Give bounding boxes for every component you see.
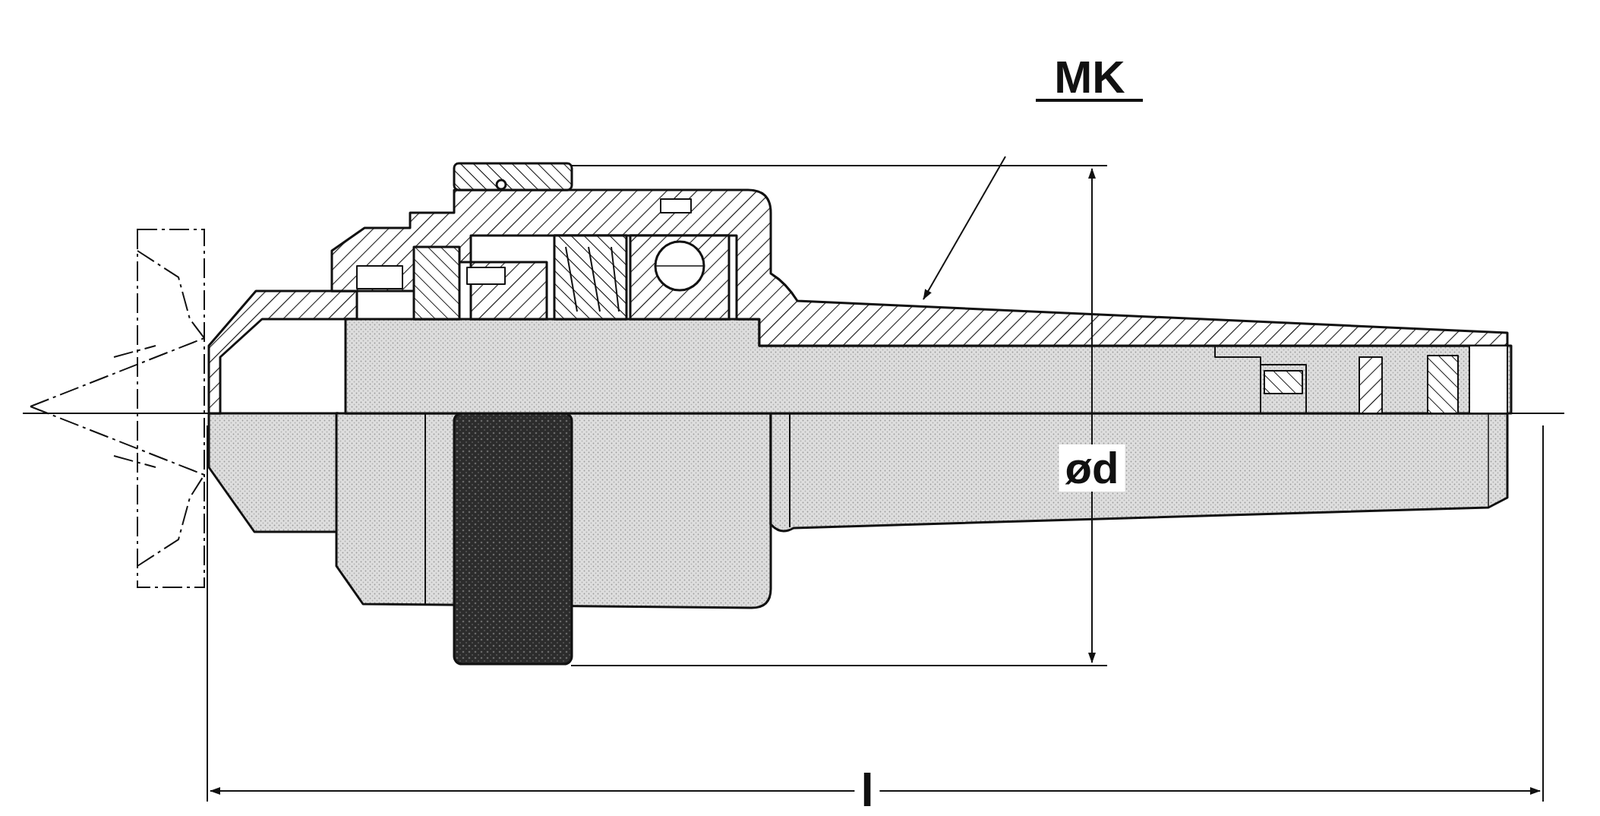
diameter-label: ød (1059, 444, 1126, 492)
workpiece-phantom (30, 229, 205, 587)
dimension-lines (207, 100, 1544, 802)
lower-exterior (208, 413, 1508, 664)
taper-label: MK (1054, 54, 1125, 101)
upper-section (208, 163, 1512, 414)
center-axis (22, 412, 1565, 414)
length-label: l (854, 764, 880, 815)
